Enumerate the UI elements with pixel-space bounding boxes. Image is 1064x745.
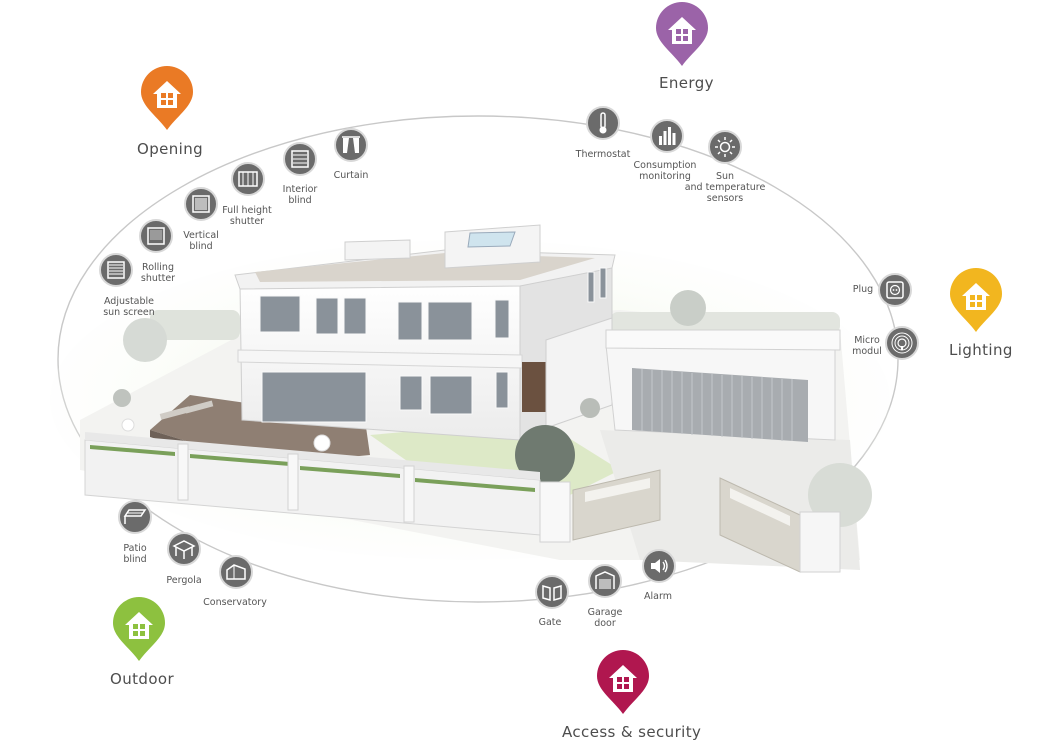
pergola-label: Pergola — [166, 575, 202, 586]
vertical-blind-label: Vertical blind — [183, 230, 219, 252]
lighting-label: Lighting — [949, 341, 1013, 359]
thermostat-label: Thermostat — [575, 149, 631, 160]
opening-label: Opening — [137, 140, 204, 158]
sun-icon[interactable] — [708, 130, 742, 164]
micro-modul-label: Micro modul — [852, 335, 882, 357]
alarm-label: Alarm — [644, 591, 672, 602]
access-security-pin-icon[interactable] — [595, 650, 651, 716]
gate-label: Gate — [538, 617, 562, 628]
energy-pin-icon[interactable] — [654, 2, 710, 68]
opening-pin-icon[interactable] — [139, 66, 195, 132]
curtain-label: Curtain — [333, 170, 369, 181]
patio-blind-label: Patio blind — [123, 543, 147, 565]
plug-icon[interactable] — [878, 273, 912, 307]
sun-screen-icon[interactable] — [99, 253, 133, 287]
gate-icon[interactable] — [535, 575, 569, 609]
sun-temperature-sensors-label: Sun and temperature sensors — [684, 171, 766, 204]
speaker-icon[interactable] — [642, 549, 676, 583]
full-height-shutter-label: Full height shutter — [222, 205, 272, 227]
outdoor-pin-icon[interactable] — [111, 597, 167, 663]
rolling-shutter-label: Rolling shutter — [140, 262, 176, 284]
adjustable-sun-screen-label: Adjustable sun screen — [103, 296, 155, 318]
vertical-blind-icon[interactable] — [184, 187, 218, 221]
interior-blind-label: Interior blind — [282, 184, 318, 206]
garage-door-icon[interactable] — [588, 564, 622, 598]
patio-blind-icon[interactable] — [118, 500, 152, 534]
conservatory-icon[interactable] — [219, 555, 253, 589]
thermometer-icon[interactable] — [586, 106, 620, 140]
outdoor-label: Outdoor — [110, 670, 175, 688]
pergola-icon[interactable] — [167, 532, 201, 566]
energy-label: Energy — [659, 74, 714, 92]
curtain-icon[interactable] — [334, 128, 368, 162]
plug-label: Plug — [852, 284, 874, 295]
garage-door-label: Garage door — [587, 607, 623, 629]
house-illustration — [50, 224, 890, 573]
access-security-label: Access & security — [562, 723, 702, 741]
bar-chart-icon[interactable] — [650, 119, 684, 153]
interior-blind-icon[interactable] — [283, 142, 317, 176]
consumption-monitoring-label: Consumption monitoring — [633, 160, 697, 182]
rolling-shutter-icon[interactable] — [139, 219, 173, 253]
lighting-pin-icon[interactable] — [948, 268, 1004, 334]
light-bulb-icon[interactable] — [885, 326, 919, 360]
full-height-shutter-icon[interactable] — [231, 162, 265, 196]
conservatory-label: Conservatory — [203, 597, 267, 608]
